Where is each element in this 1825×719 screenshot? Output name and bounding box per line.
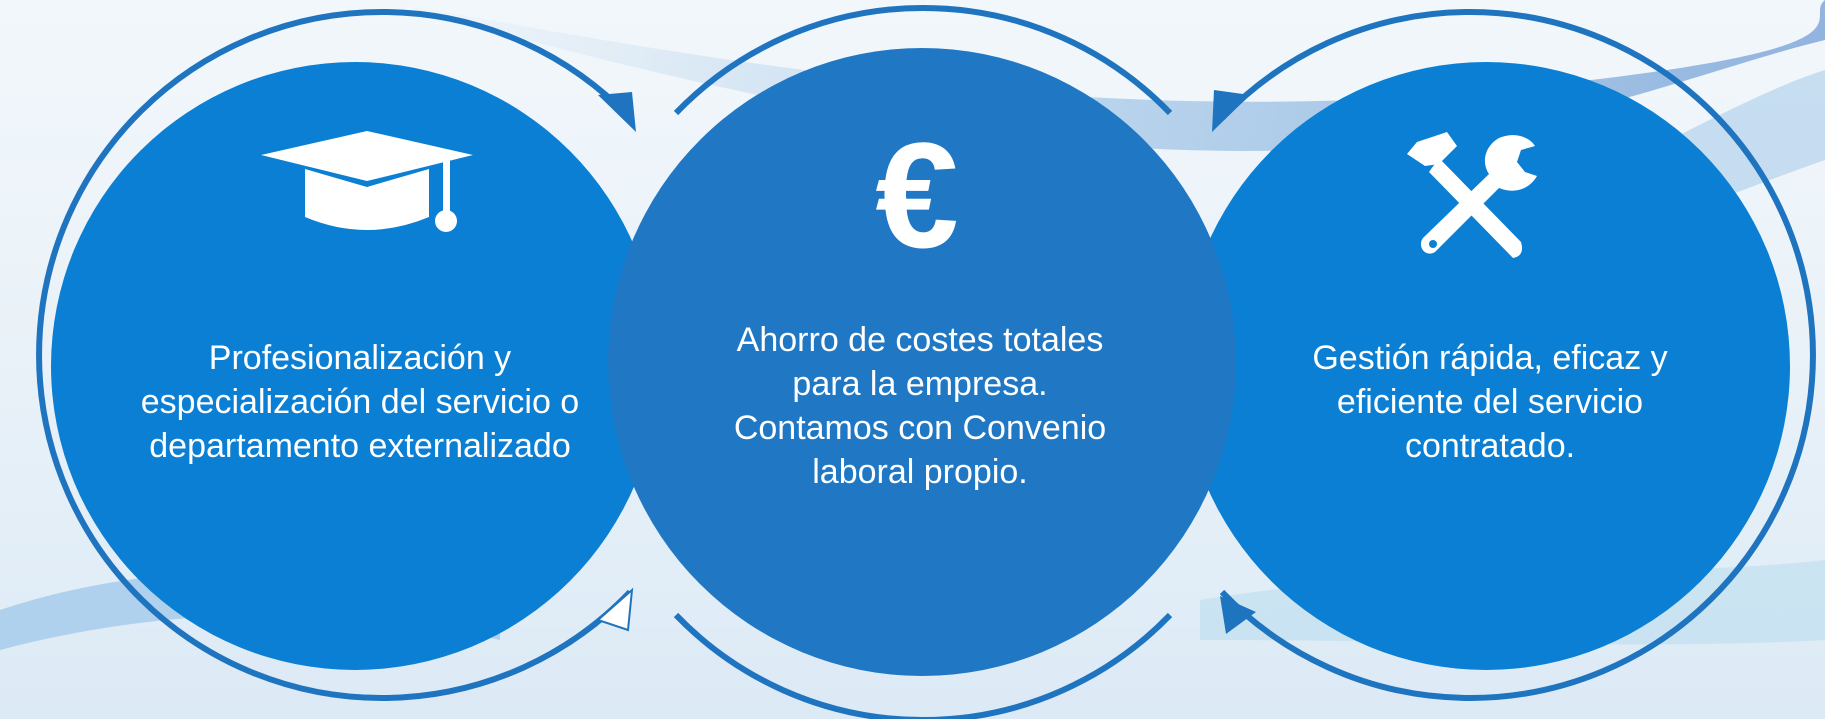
tools-icon — [1407, 132, 1537, 258]
text-line: Ahorro de costes totales — [736, 321, 1104, 359]
euro-glyph: € — [875, 125, 958, 265]
text-line: especialización del servicio o — [140, 383, 580, 421]
ring-3 — [1219, 9, 1816, 701]
text-line: contratado. — [1404, 427, 1576, 465]
text-line: eficiente del servicio — [1336, 383, 1644, 421]
benefit-text-3: Gestión rápida, eficaz y eficiente del s… — [1240, 336, 1740, 468]
ring-1 — [36, 9, 633, 701]
graduation-cap-icon — [261, 131, 473, 232]
benefit-text-1: Profesionalización y especialización del… — [110, 336, 610, 468]
arrow-head-icon — [596, 587, 634, 632]
text-line: laboral propio. — [812, 453, 1028, 491]
text-line: Profesionalización y — [208, 339, 512, 377]
text-line: departamento externalizado — [149, 427, 571, 465]
circle-3 — [1182, 62, 1790, 670]
arrow-head-icon — [598, 92, 636, 132]
circle-1 — [51, 62, 659, 670]
text-line: para la empresa. — [792, 365, 1048, 403]
ring-2 — [673, 4, 1173, 719]
benefit-text-2: Ahorro de costes totales para la empresa… — [670, 318, 1170, 494]
circle-2 — [608, 48, 1236, 676]
text-line: Gestión rápida, eficaz y — [1312, 339, 1668, 377]
euro-icon: € — [875, 125, 958, 265]
arrow-head-icon — [1220, 596, 1256, 634]
arrow-head-icon — [1212, 90, 1250, 132]
text-line: Contamos con Convenio — [733, 409, 1107, 447]
